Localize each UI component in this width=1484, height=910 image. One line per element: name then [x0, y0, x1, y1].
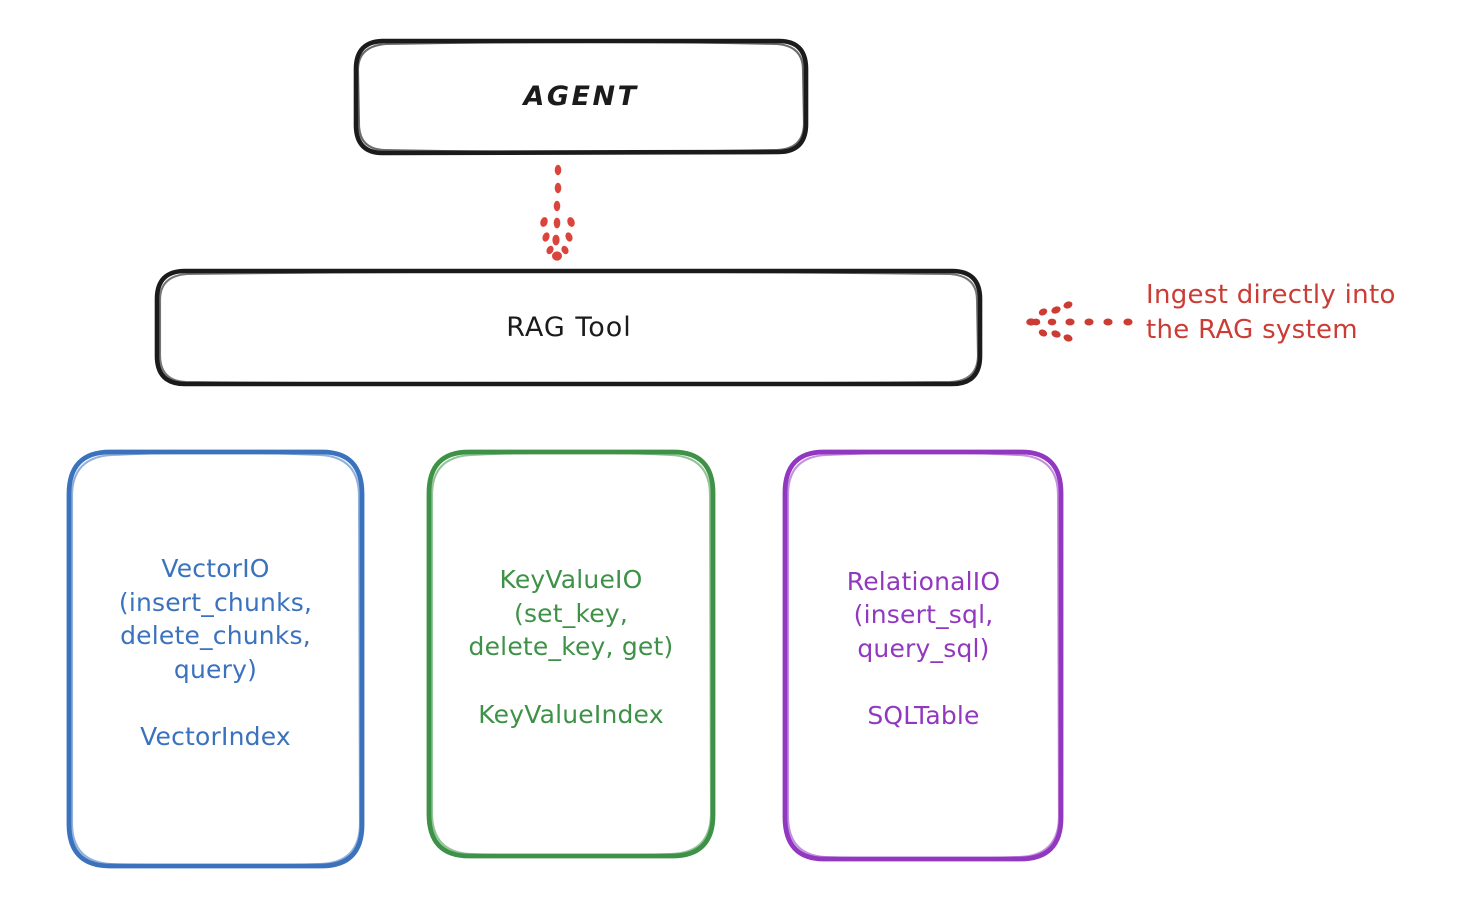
key-value-io-node[interactable]: KeyValueIO (set_key, delete_key, get) Ke…: [428, 450, 714, 856]
vector-io-index-label: VectorIndex: [140, 722, 291, 752]
vector-io-node-content: VectorIO (insert_chunks, delete_chunks, …: [68, 552, 363, 754]
key-value-io-node-content: KeyValueIO (set_key, delete_key, get) Ke…: [428, 563, 714, 731]
agent-to-rag-tool-arrow: [540, 164, 575, 261]
relational-io-index-label: SQLTable: [867, 701, 980, 730]
agent-node-label: AGENT: [523, 80, 639, 112]
relational-io-node[interactable]: RelationalIO (insert_sql, query_sql) SQL…: [785, 450, 1062, 859]
ingest-annotation-text: Ingest directly into the RAG system: [1146, 280, 1396, 346]
vector-io-api-label: VectorIO (insert_chunks, delete_chunks, …: [118, 554, 313, 684]
rag-tool-node-label: RAG Tool: [506, 311, 632, 343]
relational-io-node-content: RelationalIO (insert_sql, query_sql) SQL…: [785, 565, 1062, 733]
key-value-io-api-label: KeyValueIO (set_key, delete_key, get): [468, 565, 674, 661]
key-value-io-index-label: KeyValueIndex: [478, 699, 664, 729]
ingest-arrow: [1026, 301, 1133, 342]
vector-io-node[interactable]: VectorIO (insert_chunks, delete_chunks, …: [68, 450, 363, 868]
relational-io-api-label: RelationalIO (insert_sql, query_sql): [846, 566, 1001, 663]
agent-node[interactable]: AGENT: [355, 40, 807, 153]
rag-tool-node[interactable]: RAG Tool: [156, 270, 982, 385]
